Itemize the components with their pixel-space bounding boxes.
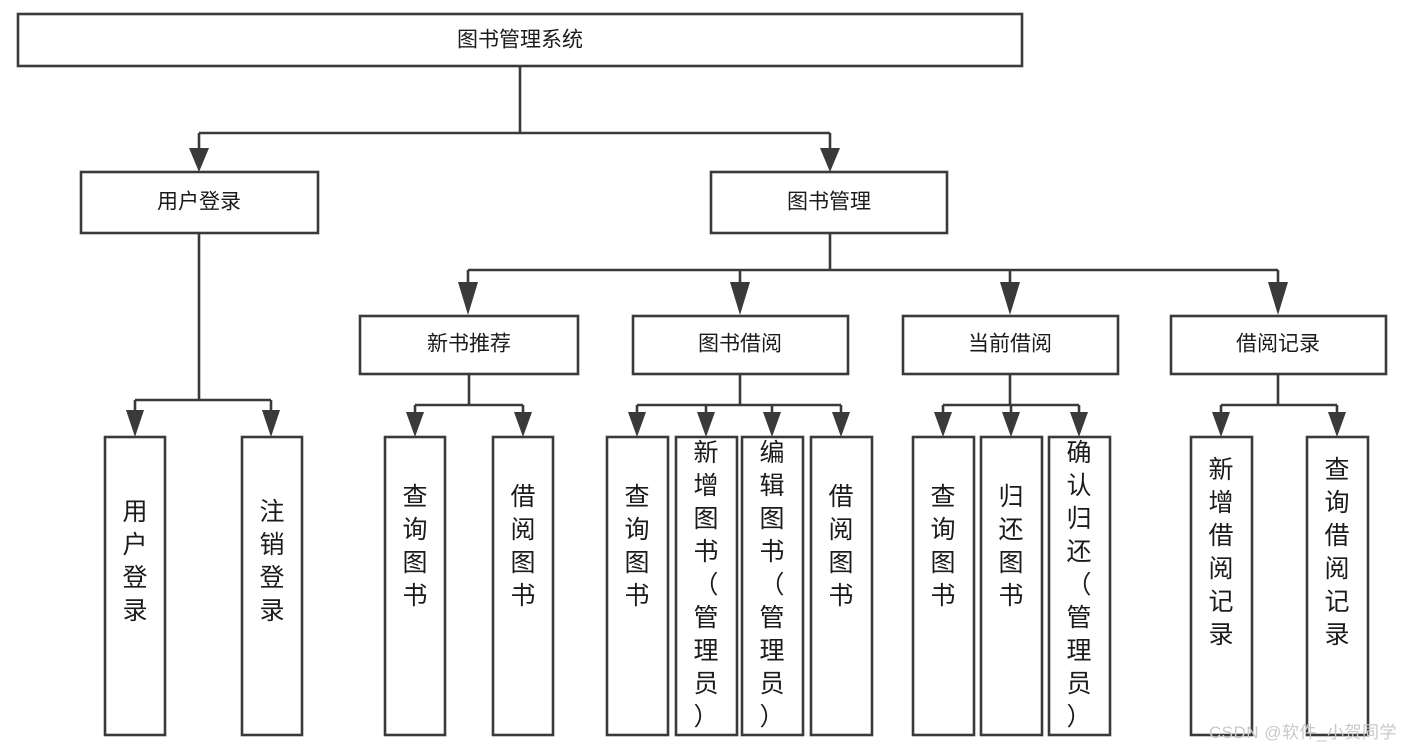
node-root[interactable]: 图书管理系统: [16, 12, 1024, 68]
leaf-bookborrow-add-book-box[interactable]: [674, 435, 739, 737]
leaf-bookborrow-borrow-book[interactable]: 借阅图书: [809, 435, 874, 737]
arrow-userlogin-leaf-2: [262, 410, 280, 437]
leaf-currentborrow-confirm-return[interactable]: 确认归还（管理员）: [1047, 435, 1112, 737]
leaf-bookborrow-add-book[interactable]: 新增图书（管理员）: [674, 435, 739, 737]
leaf-bookborrow-query-book[interactable]: 查询图书: [605, 435, 670, 737]
leaf-newbook-query-book-label: 查询图书: [402, 483, 427, 610]
arrow-userlogin-leaf-1: [126, 410, 144, 437]
arrow-currentborrow-leaf-3: [1070, 412, 1088, 437]
leaf-user-login-logout-label: 注销登录: [259, 498, 284, 625]
leaf-currentborrow-confirm-return-box[interactable]: [1047, 435, 1112, 737]
leaf-bookborrow-query-book-label: 查询图书: [624, 483, 649, 610]
leaf-bookborrow-borrow-book-label: 借阅图书: [828, 483, 853, 610]
arrow-to-book-borrow: [730, 282, 750, 315]
node-book-borrow-box[interactable]: [631, 314, 850, 376]
arrow-bookborrow-leaf-2: [697, 412, 715, 437]
leaf-bookborrow-add-book-label: 新增图书（管理员）: [693, 439, 718, 731]
node-book-manage-box[interactable]: [709, 170, 949, 235]
arrow-borrowrecord-leaf-2: [1328, 412, 1346, 437]
leaf-borrowrecord-query-record[interactable]: 查询借阅记录: [1305, 435, 1370, 737]
arrow-currentborrow-leaf-1: [934, 412, 952, 437]
arrow-currentborrow-leaf-2: [1002, 412, 1020, 437]
arrow-to-borrow-record: [1268, 282, 1288, 315]
leaf-currentborrow-query-book-label: 查询图书: [930, 483, 955, 610]
node-book-borrow-label: 图书借阅: [698, 333, 782, 356]
node-book-manage-label: 图书管理: [787, 191, 871, 214]
leaf-borrowrecord-add-record[interactable]: 新增借阅记录: [1189, 435, 1254, 737]
arrow-to-user-login: [189, 148, 209, 172]
csdn-watermark: CSDN @软件_小贺同学: [1208, 723, 1397, 742]
arrow-to-book-manage: [820, 148, 840, 172]
node-root-label: 图书管理系统: [457, 29, 583, 52]
node-current-borrow-label: 当前借阅: [968, 333, 1052, 356]
leaf-newbook-query-book-box[interactable]: [383, 435, 447, 737]
node-borrow-record[interactable]: 借阅记录: [1169, 314, 1388, 376]
node-book-borrow[interactable]: 图书借阅: [631, 314, 850, 376]
leaf-borrowrecord-query-record-box[interactable]: [1305, 435, 1370, 737]
leaf-borrowrecord-add-record-box[interactable]: [1189, 435, 1254, 737]
node-user-login-label: 用户登录: [157, 191, 241, 214]
node-current-borrow-box[interactable]: [901, 314, 1120, 376]
leaf-bookborrow-query-book-box[interactable]: [605, 435, 670, 737]
node-new-book-recommend-label: 新书推荐: [427, 333, 511, 356]
leaf-user-login-login-label: 用户登录: [122, 498, 147, 625]
leaf-currentborrow-query-book-box[interactable]: [911, 435, 976, 737]
leaf-currentborrow-confirm-return-label: 确认归还（管理员）: [1066, 439, 1091, 731]
node-root-box[interactable]: [16, 12, 1024, 68]
node-book-manage[interactable]: 图书管理: [709, 170, 949, 235]
arrow-newbook-leaf-2: [514, 412, 532, 437]
arrow-bookborrow-leaf-3: [763, 412, 781, 437]
leaf-currentborrow-return-book[interactable]: 归还图书: [979, 435, 1044, 737]
edges-layer: [126, 66, 1346, 437]
arrow-bookborrow-leaf-1: [628, 412, 646, 437]
leaf-bookborrow-edit-book-label: 编辑图书（管理员）: [759, 439, 784, 731]
leaf-bookborrow-edit-book[interactable]: 编辑图书（管理员）: [740, 435, 805, 737]
leaf-currentborrow-query-book[interactable]: 查询图书: [911, 435, 976, 737]
arrow-to-new-book: [458, 282, 478, 315]
leaf-currentborrow-return-book-label: 归还图书: [998, 483, 1023, 610]
leaf-newbook-borrow-book[interactable]: 借阅图书: [491, 435, 555, 737]
leaf-borrowrecord-add-record-label: 新增借阅记录: [1208, 456, 1233, 649]
node-borrow-record-label: 借阅记录: [1236, 333, 1320, 356]
leaf-borrowrecord-query-record-label: 查询借阅记录: [1324, 456, 1349, 649]
arrow-bookborrow-leaf-4: [832, 412, 850, 437]
leaf-user-login-login-box[interactable]: [103, 435, 167, 737]
arrow-newbook-leaf-1: [406, 412, 424, 437]
leaf-newbook-query-book[interactable]: 查询图书: [383, 435, 447, 737]
leaf-user-login-logout[interactable]: 注销登录: [240, 435, 304, 737]
leaf-bookborrow-borrow-book-box[interactable]: [809, 435, 874, 737]
node-current-borrow[interactable]: 当前借阅: [901, 314, 1120, 376]
leaf-newbook-borrow-book-label: 借阅图书: [510, 483, 535, 610]
arrow-to-current-borrow: [1000, 282, 1020, 315]
leaf-currentborrow-return-book-box[interactable]: [979, 435, 1044, 737]
node-new-book-recommend[interactable]: 新书推荐: [358, 314, 580, 376]
leaf-user-login-logout-box[interactable]: [240, 435, 304, 737]
arrow-borrowrecord-leaf-1: [1212, 412, 1230, 437]
node-new-book-recommend-box[interactable]: [358, 314, 580, 376]
leaf-bookborrow-edit-book-box[interactable]: [740, 435, 805, 737]
node-user-login[interactable]: 用户登录: [79, 170, 320, 235]
leaf-user-login-login[interactable]: 用户登录: [103, 435, 167, 737]
node-user-login-box[interactable]: [79, 170, 320, 235]
node-borrow-record-box[interactable]: [1169, 314, 1388, 376]
leaf-newbook-borrow-book-box[interactable]: [491, 435, 555, 737]
